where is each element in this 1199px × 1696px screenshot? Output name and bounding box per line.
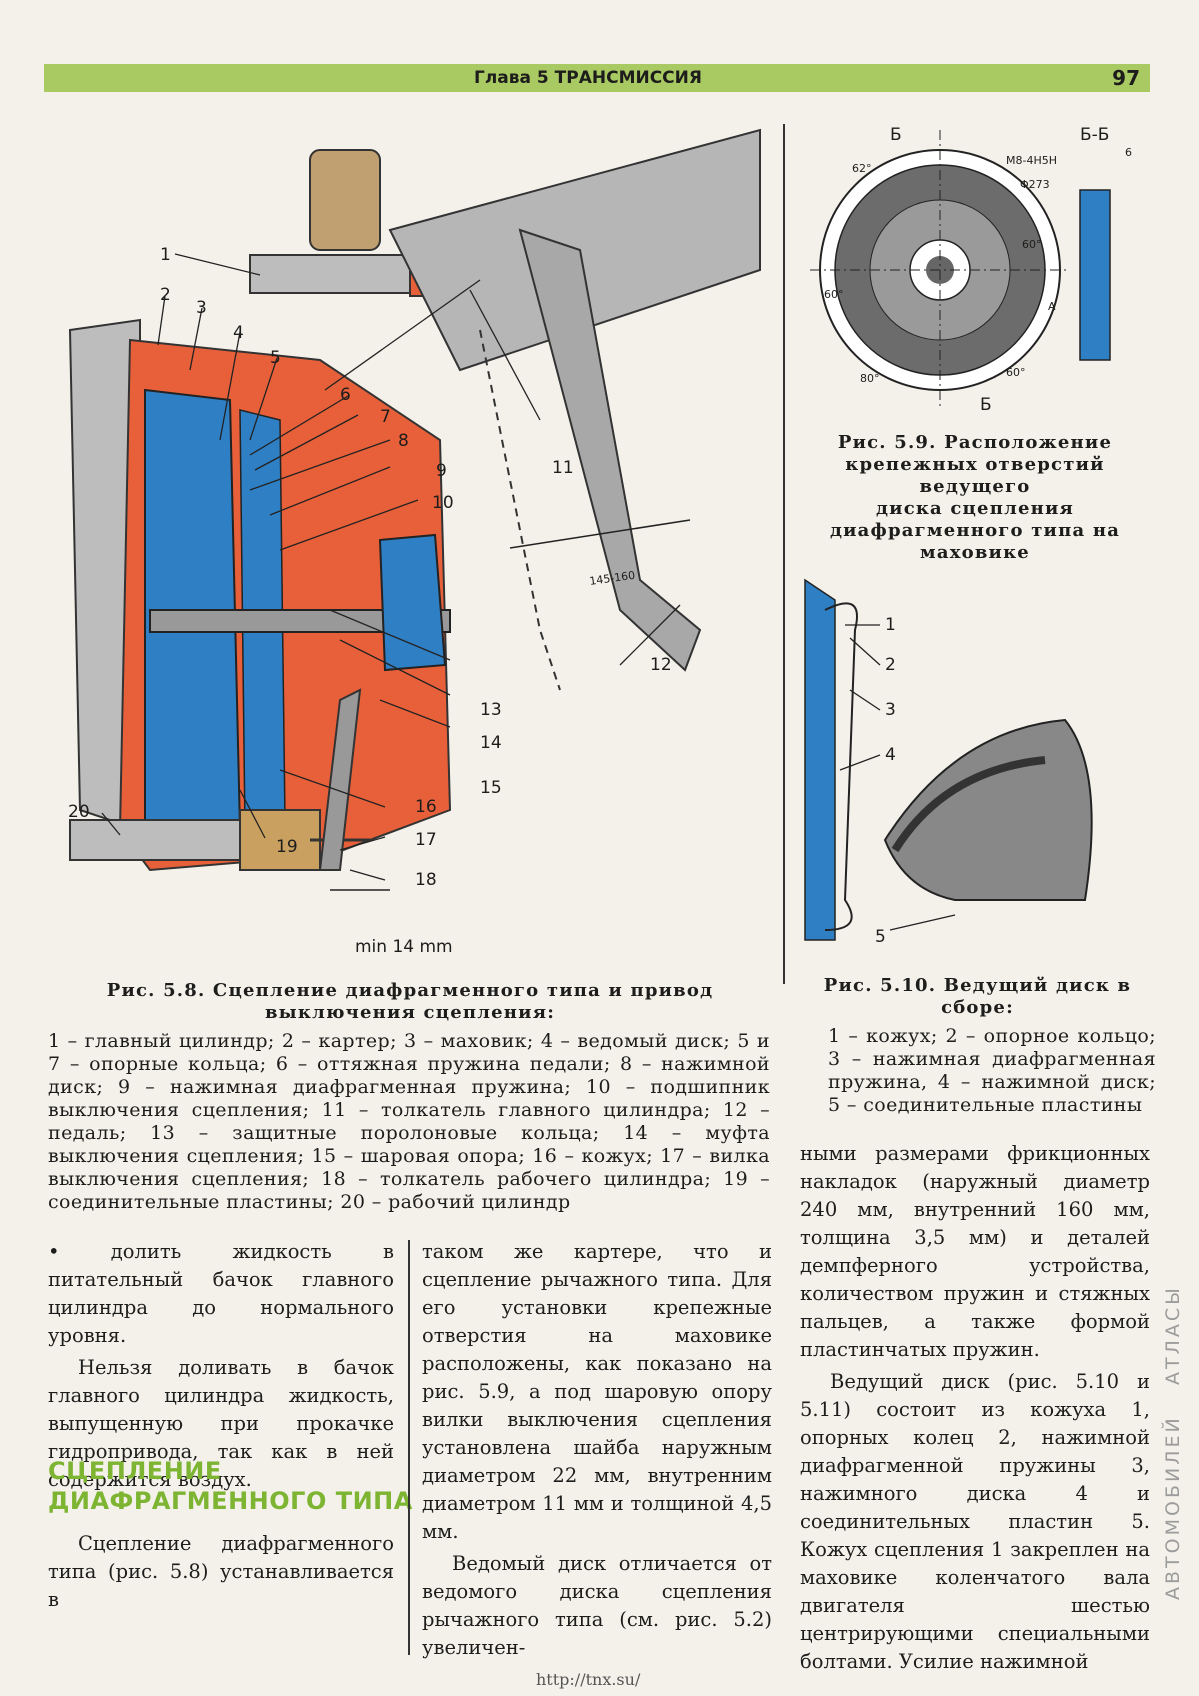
caption-line: Рис. 5.10. Ведущий диск в [823,975,1132,996]
caption-line: диска сцепления [875,498,1075,519]
angle-60-left: 60° [824,288,844,301]
caption-line: Рис. 5.8. Сцепление диафрагменного типа … [106,980,714,1001]
callout-11: 11 [552,458,574,478]
angle-60-bottom: 60° [1006,366,1026,379]
side-tab: АВТОМОБИЛЕЙ АТЛАСЫ [1162,1285,1188,1600]
column-divider [408,1240,410,1655]
callout-4: 4 [233,323,244,343]
callout-13: 13 [480,700,502,720]
caption-line: Рис. 5.9. Расположение [837,432,1113,453]
datum-a: A [1048,300,1056,313]
paragraph: таком же картере, что и сцепление рычажн… [422,1240,772,1543]
callout-6: 6 [340,385,351,405]
fig510-callout-1: 1 [885,615,896,635]
paragraph: • долить жидкость в питательный бачок гл… [48,1240,394,1347]
paragraph: Нельзя доливать в бачок главного цилиндр… [48,1356,394,1491]
callout-2: 2 [160,285,171,305]
callout-15: 15 [480,778,502,798]
callout-20: 20 [68,802,90,822]
angle-62: 62° [852,162,872,175]
section-title: Б-Б [1080,125,1109,145]
callout-5: 5 [270,348,281,368]
side-tab-text: АВТОМОБИЛЕЙ [1162,1415,1184,1600]
diameter-273: Φ273 [1020,178,1050,191]
paragraph: Ведомый диск отличается от ведомого диск… [422,1552,772,1659]
page-header: Глава 5 ТРАНСМИССИЯ 97 [44,64,1150,92]
caption-line: выключения сцепления: [264,1002,556,1023]
figure-5-8-legend: 1 – главный цилиндр; 2 – картер; 3 – мах… [48,1030,770,1213]
paragraph: Ведущий диск (рис. 5.10 и 5.11) состоит … [800,1370,1150,1673]
heading-line: ДИАФРАГМЕННОГО ТИПА [48,1487,413,1515]
section-mark-top: Б [890,125,902,145]
figure-5-8-caption-title: Рис. 5.8. Сцепление диафрагменного типа … [60,980,760,1024]
callout-17: 17 [415,830,437,850]
figure-5-10-caption-title: Рис. 5.10. Ведущий диск в сборе: [795,975,1160,1019]
paragraph: ными размерами фрикционных накладок (нар… [800,1142,1150,1361]
thread-spec: M8-4H5H [1006,154,1057,167]
callout-9: 9 [436,461,447,481]
callout-7: 7 [380,407,391,427]
side-tab-text: АТЛАСЫ [1162,1285,1184,1386]
text-column-3: ными размерами фрикционных накладок (нар… [800,1140,1150,1680]
callout-1: 1 [160,245,171,265]
heading-line: СЦЕПЛЕНИЕ [48,1457,222,1485]
fig510-callout-4: 4 [885,745,896,765]
callout-19: 19 [276,837,298,857]
section-mark-bottom: Б [980,395,992,415]
paragraph: Сцепление диафрагменного типа (рис. 5.8)… [48,1532,394,1611]
caption-line: маховике [920,542,1030,563]
pedal-travel-dimension: 145-160 [589,569,636,588]
column-divider [783,124,785,984]
angle-60-right: 60° [1022,238,1042,251]
fig510-callout-3: 3 [885,700,896,720]
offset-6: 6 [1125,146,1132,159]
figure-5-10-pressure-plate-assembly: 1 2 3 4 5 [795,570,1175,960]
section-heading: СЦЕПЛЕНИЕ ДИАФРАГМЕННОГО ТИПА [48,1456,413,1516]
text-column-2: таком же картере, что и сцепление рычажн… [422,1238,772,1666]
caption-line: крепежных отверстий ведущего [845,454,1105,497]
callout-16: 16 [415,797,437,817]
callout-8: 8 [398,431,409,451]
callout-18: 18 [415,870,437,890]
figure-5-8-clutch-diagram: 1 2 3 4 5 6 7 8 9 10 11 12 13 14 15 16 1… [40,110,780,970]
fig510-callout-2: 2 [885,655,896,675]
callout-14: 14 [480,733,502,753]
figure-5-9-flywheel-holes: Б Б Б-Б 62° 60° 60° 80° 60° Φ273 M8-4H5H… [810,120,1180,420]
chapter-title: Глава 5 ТРАНСМИССИЯ [474,68,702,88]
callout-10: 10 [432,493,454,513]
callout-3: 3 [196,298,207,318]
text-column-1: • долить жидкость в питательный бачок гл… [48,1238,394,1498]
min-gap-dimension: min 14 mm [355,937,453,957]
page-number: 97 [1112,66,1140,90]
caption-line: сборе: [941,997,1014,1018]
footer-url[interactable]: http://tnx.su/ [536,1670,641,1689]
callout-12: 12 [650,655,672,675]
angle-80: 80° [860,372,880,385]
caption-line: диафрагменного типа на [829,520,1121,541]
figure-5-10-legend: 1 – кожух; 2 – опорное кольцо; 3 – нажим… [828,1025,1156,1116]
figure-5-9-caption: Рис. 5.9. Расположение крепежных отверст… [790,432,1160,564]
fig510-callout-5: 5 [875,927,886,947]
